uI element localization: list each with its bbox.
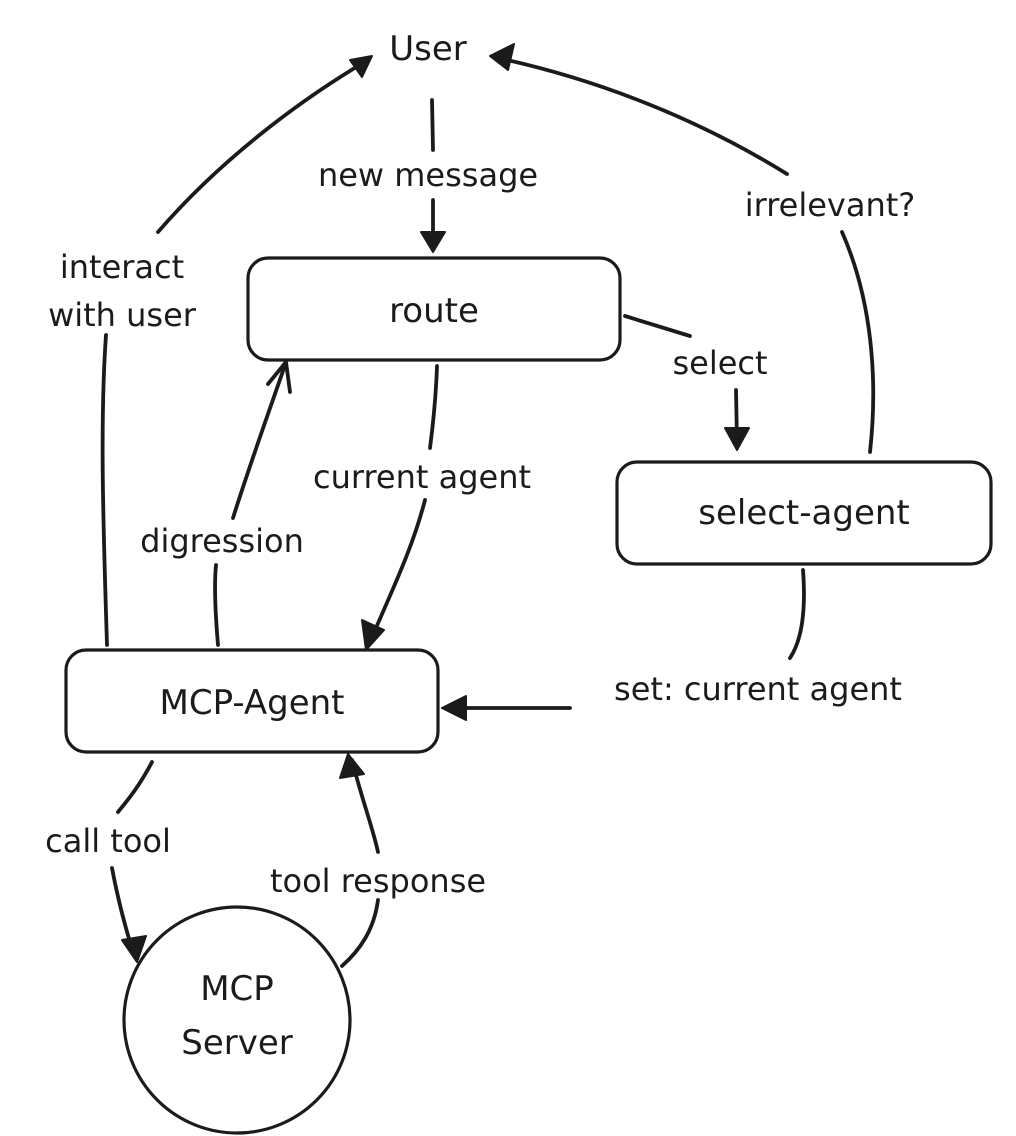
edge-new-message — [420, 98, 446, 253]
label-interact-line2: with user — [48, 296, 197, 334]
label-digression: digression — [140, 522, 304, 560]
label-current-agent: current agent — [313, 458, 531, 496]
node-mcp-agent-box — [64, 648, 440, 754]
edge-digression — [213, 360, 292, 647]
node-select-agent: select-agent — [615, 460, 993, 566]
label-call-tool: call tool — [45, 822, 171, 860]
node-route: route — [246, 256, 622, 362]
node-select-agent-box — [615, 460, 993, 566]
node-mcp-server-circle — [122, 905, 352, 1135]
edge-tool-response — [339, 753, 380, 968]
node-user: User — [389, 29, 467, 69]
edge-interact-with-user — [100, 55, 373, 647]
edge-current-agent — [361, 364, 439, 651]
label-set-current-agent: set: current agent — [614, 670, 902, 708]
edge-irrelevant — [489, 43, 876, 454]
node-mcp-server-label-line1: MCP — [200, 969, 274, 1009]
node-user-label: User — [389, 29, 467, 69]
label-interact-line1: interact — [60, 248, 184, 286]
node-mcp-server-label-line2: Server — [181, 1023, 293, 1063]
node-mcp-server: MCP Server — [122, 905, 352, 1135]
label-tool-response: tool response — [270, 862, 486, 900]
label-select: select — [672, 344, 767, 382]
node-mcp-agent: MCP-Agent — [64, 648, 440, 754]
label-irrelevant: irrelevant? — [745, 186, 916, 224]
node-select-agent-label: select-agent — [698, 493, 910, 533]
edge-set-current-agent — [441, 568, 806, 721]
edge-select — [623, 314, 750, 451]
node-mcp-agent-label: MCP-Agent — [160, 683, 345, 723]
label-new-message: new message — [318, 156, 538, 194]
node-route-box — [246, 256, 622, 362]
edge-call-tool — [110, 760, 154, 963]
node-route-label: route — [389, 291, 479, 331]
